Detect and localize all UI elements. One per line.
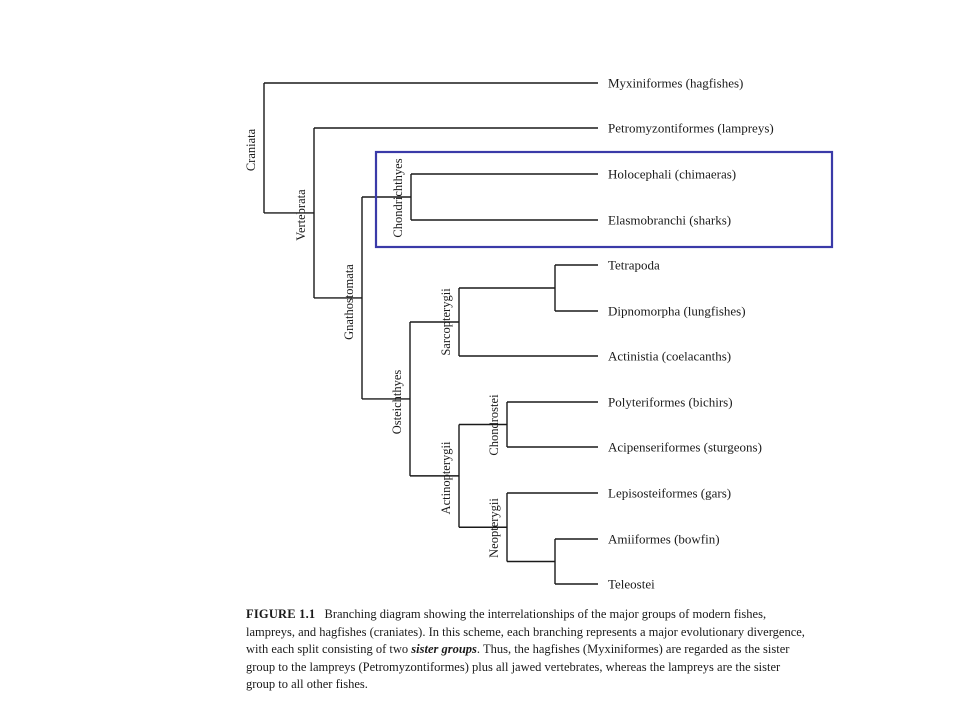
- clade-label-vertebrata: Vertebrata: [294, 189, 308, 241]
- leaf-label-elasmobranchi: Elasmobranchi (sharks): [608, 213, 731, 228]
- clade-label-osteichthyes: Osteichthyes: [390, 370, 404, 435]
- leaf-label-amiiformes: Amiiformes (bowfin): [608, 532, 720, 547]
- clade-label-neopterygii: Neopterygii: [487, 498, 501, 558]
- chondrichthyes-highlight-box: [374, 150, 834, 249]
- caption-emphasis: sister groups: [411, 642, 477, 656]
- clade-label-chondrostei: Chondrostei: [487, 394, 501, 456]
- figure-caption: FIGURE 1.1 Branching diagram showing the…: [246, 606, 806, 694]
- clade-label-sarcopterygii: Sarcopterygii: [439, 288, 453, 356]
- leaf-label-polyteriformes: Polyteriformes (bichirs): [608, 395, 733, 410]
- caption-text-part1: Branching diagram showing the interrelat…: [246, 607, 805, 656]
- clade-label-craniata: Craniata: [244, 128, 258, 171]
- leaf-label-holocephali: Holocephali (chimaeras): [608, 167, 736, 182]
- leaf-label-teleostei: Teleostei: [608, 577, 655, 592]
- leaf-label-acipenseriformes: Acipenseriformes (sturgeons): [608, 440, 762, 455]
- leaf-label-dipnomorpha: Dipnomorpha (lungfishes): [608, 304, 746, 319]
- branch-lines: [263, 82, 598, 585]
- leaf-label-tetrapoda: Tetrapoda: [608, 258, 660, 273]
- clade-label-actinopterygii: Actinopterygii: [439, 441, 453, 514]
- leaf-label-myxiniformes: Myxiniformes (hagfishes): [608, 76, 743, 91]
- leaf-label-actinistia: Actinistia (coelacanths): [608, 349, 731, 364]
- labels: Myxiniformes (hagfishes) Petromyzontiform…: [244, 76, 774, 592]
- figure-label: FIGURE 1.1: [246, 607, 316, 621]
- caption-text-part2: . Thus, the hagfishes (Myxiniformes) are…: [246, 642, 790, 691]
- clade-label-gnathostomata: Gnathostomata: [342, 264, 356, 340]
- leaf-label-petromyzontiformes: Petromyzontiformes (lampreys): [608, 121, 774, 136]
- leaf-label-lepisosteiformes: Lepisosteiformes (gars): [608, 486, 731, 501]
- clade-label-chondrichthyes: Chondrichthyes: [391, 158, 405, 237]
